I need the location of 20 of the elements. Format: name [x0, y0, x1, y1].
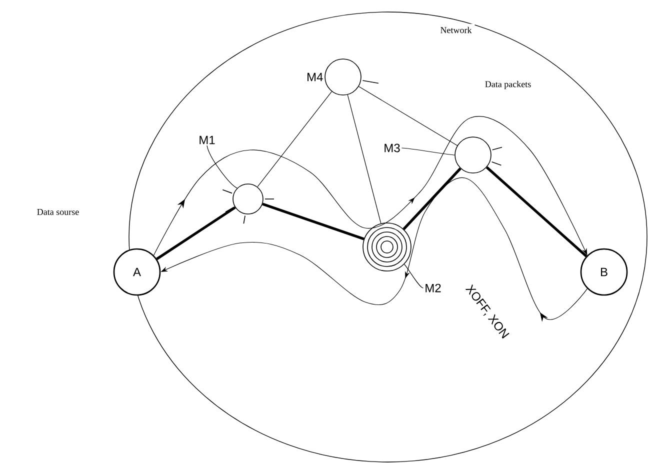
link-line: [262, 202, 364, 240]
leader-line: [206, 145, 238, 188]
link-line: [358, 86, 458, 146]
router-circle: [222, 184, 274, 224]
edge-label: Data packets: [484, 80, 532, 90]
node-label: M3: [384, 144, 400, 152]
node-label: M1: [200, 136, 215, 144]
node-label: M4: [308, 72, 323, 82]
link-line: [347, 94, 382, 224]
leader-line: [404, 264, 424, 288]
caption-text: Data sourse: [37, 209, 79, 215]
leader-line: [401, 148, 455, 156]
congested-node: [362, 222, 412, 272]
flow-arrow: [153, 116, 588, 256]
link-line: [402, 168, 462, 230]
node-label: M2: [426, 284, 441, 292]
link-line: [486, 166, 588, 258]
link-line: [156, 206, 236, 260]
router-circle: [454, 136, 502, 174]
link-line: [257, 91, 332, 188]
